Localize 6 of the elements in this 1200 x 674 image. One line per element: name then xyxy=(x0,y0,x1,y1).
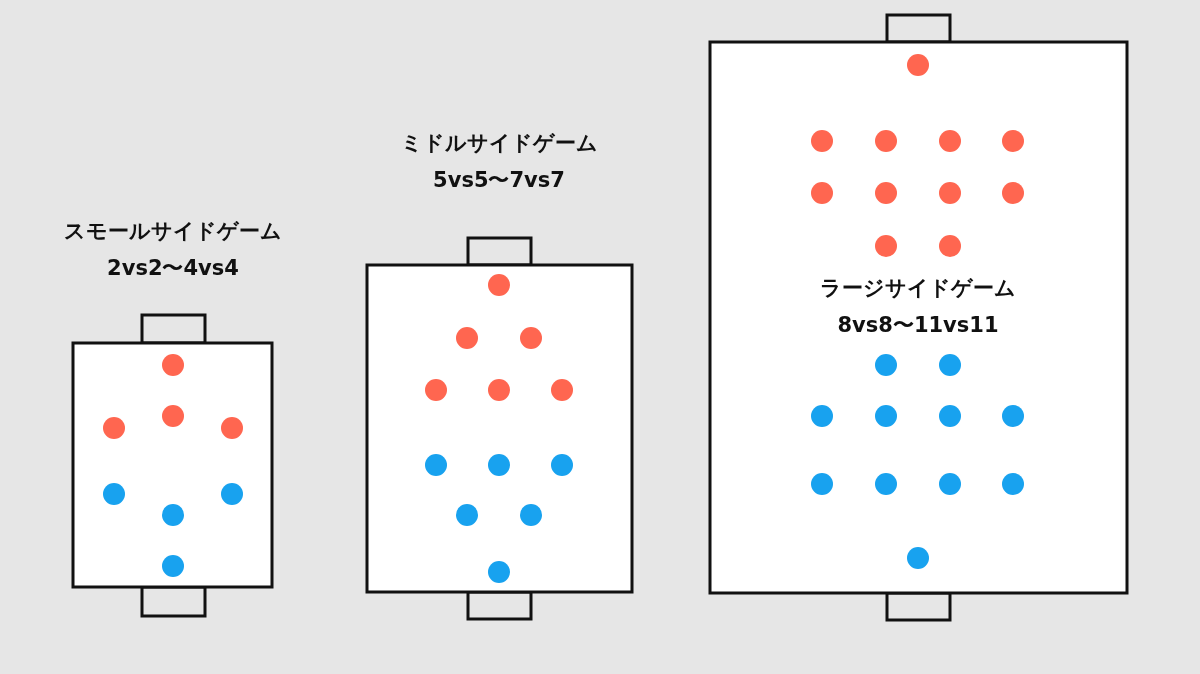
player-count: 2vs2〜4vs4 xyxy=(107,255,239,281)
game-title: ミドルサイドゲーム xyxy=(400,130,598,156)
game-title: スモールサイドゲーム xyxy=(64,218,282,244)
game-title: ラージサイドゲーム xyxy=(820,275,1016,301)
player-count: 5vs5〜7vs7 xyxy=(433,167,565,193)
player-count: 8vs8〜11vs11 xyxy=(837,312,999,338)
